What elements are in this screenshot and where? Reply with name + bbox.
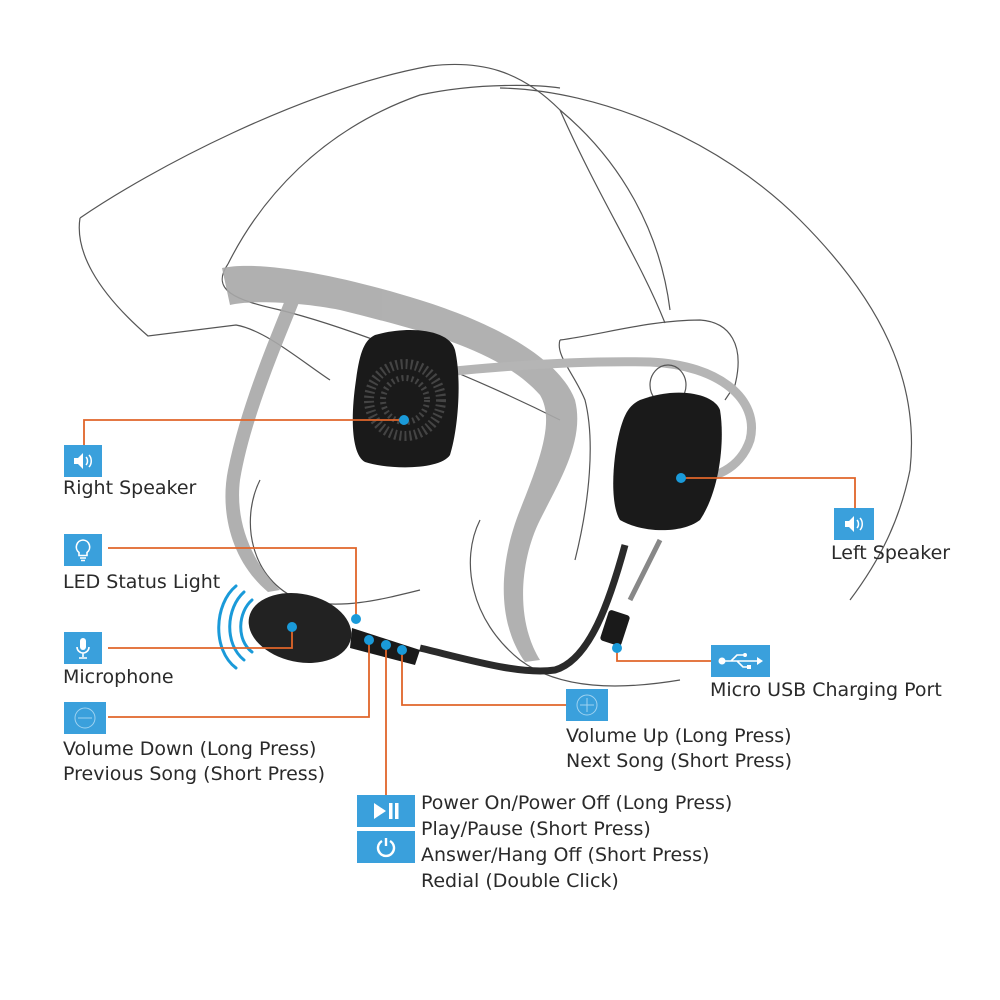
callout-dots (287, 415, 686, 655)
microphone-icon (76, 638, 90, 659)
play-pause-icon-box (357, 795, 415, 827)
multifunction-label-line3: Answer/Hang Off (Short Press) (421, 844, 710, 866)
lightbulb-icon (75, 539, 91, 562)
multifunction-label-line1: Power On/Power Off (Long Press) (421, 792, 733, 814)
minus-circle-icon (74, 707, 96, 729)
led-icon-box (64, 534, 102, 566)
microphone-device (248, 593, 420, 665)
microphone-icon-box (64, 632, 102, 664)
usb-port-device (600, 610, 630, 646)
left-speaker-device (613, 392, 722, 531)
left-speaker-icon-box (834, 508, 874, 540)
volume-up-icon-box (566, 689, 608, 721)
micro-usb-label: Micro USB Charging Port (710, 679, 942, 701)
mic-boom-cable (419, 544, 629, 675)
play-pause-icon (374, 803, 399, 819)
multifunction-label-line2: Play/Pause (Short Press) (421, 818, 651, 840)
usb-icon-box (711, 645, 770, 677)
sound-waves-icon (217, 584, 254, 670)
usb-icon (718, 653, 763, 669)
right-speaker-device (352, 330, 459, 468)
power-icon (376, 838, 396, 858)
right-speaker-label: Right Speaker (63, 477, 197, 499)
volume-up-label-line1: Volume Up (Long Press) (566, 725, 792, 747)
volume-down-label-line1: Volume Down (Long Press) (63, 738, 317, 760)
volume-down-label-line2: Previous Song (Short Press) (63, 763, 326, 785)
left-speaker-label: Left Speaker (831, 542, 951, 564)
multifunction-label-line4: Redial (Double Click) (421, 870, 619, 892)
microphone-label: Microphone (63, 666, 174, 688)
volume-down-icon-box (64, 702, 106, 734)
right-speaker-icon-box (64, 445, 102, 477)
speaker-icon (845, 516, 863, 532)
leader-lines (83, 419, 856, 795)
speaker-icon (74, 453, 92, 469)
power-icon-box (357, 831, 415, 863)
helmet-outline (78, 63, 913, 687)
helmet-padding (222, 265, 578, 662)
headband-strap (379, 357, 756, 481)
volume-up-label-line2: Next Song (Short Press) (566, 750, 792, 772)
plus-circle-icon (576, 694, 598, 716)
led-status-light-label: LED Status Light (63, 571, 221, 593)
